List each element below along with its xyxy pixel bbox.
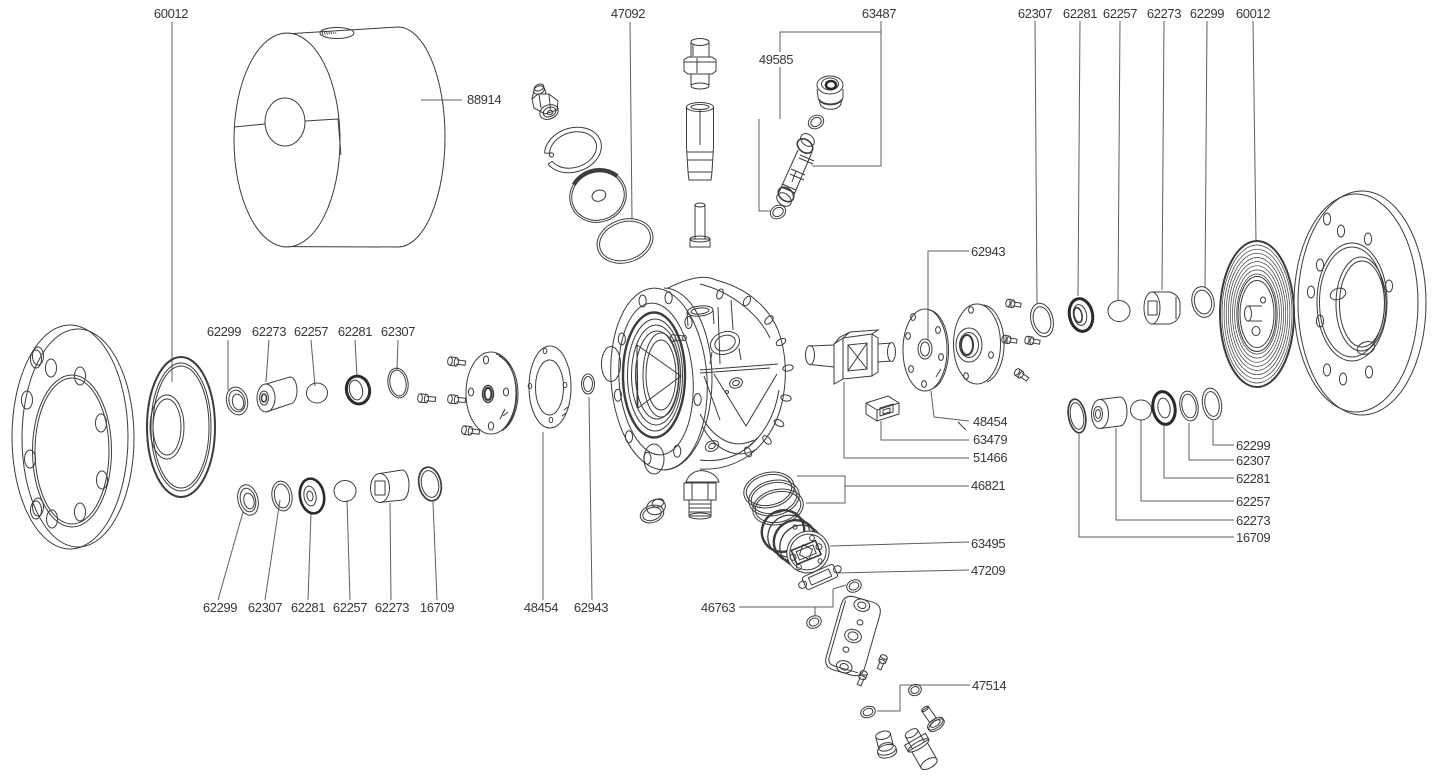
svg-text:16709: 16709	[1236, 530, 1270, 545]
svg-text:62273: 62273	[375, 600, 409, 615]
svg-text:51466: 51466	[973, 450, 1007, 465]
svg-text:16709: 16709	[420, 600, 454, 615]
svg-text:62307: 62307	[1236, 453, 1270, 468]
svg-text:62281: 62281	[338, 324, 372, 339]
svg-text:62299: 62299	[203, 600, 237, 615]
svg-text:60012: 60012	[154, 6, 188, 21]
svg-text:46821: 46821	[971, 478, 1005, 493]
svg-text:48454: 48454	[973, 414, 1007, 429]
svg-text:62281: 62281	[1063, 6, 1097, 21]
svg-text:46763: 46763	[701, 600, 735, 615]
svg-text:62943: 62943	[971, 244, 1005, 259]
svg-text:63479: 63479	[973, 432, 1007, 447]
svg-text:62307: 62307	[1018, 6, 1052, 21]
svg-text:62299: 62299	[207, 324, 241, 339]
svg-text:62281: 62281	[291, 600, 325, 615]
svg-text:62273: 62273	[252, 324, 286, 339]
svg-text:60012: 60012	[1236, 6, 1270, 21]
svg-text:62299: 62299	[1190, 6, 1224, 21]
svg-text:62307: 62307	[381, 324, 415, 339]
svg-text:62257: 62257	[1236, 494, 1270, 509]
svg-text:63495: 63495	[971, 536, 1005, 551]
svg-text:47514: 47514	[972, 678, 1006, 693]
svg-text:62307: 62307	[248, 600, 282, 615]
svg-text:47209: 47209	[971, 563, 1005, 578]
svg-text:62257: 62257	[294, 324, 328, 339]
svg-text:88914: 88914	[467, 92, 501, 107]
svg-text:63487: 63487	[862, 6, 896, 21]
svg-text:62273: 62273	[1236, 513, 1270, 528]
svg-text:48454: 48454	[524, 600, 558, 615]
svg-text:62943: 62943	[574, 600, 608, 615]
svg-text:47092: 47092	[611, 6, 645, 21]
svg-text:62257: 62257	[1103, 6, 1137, 21]
svg-text:49585: 49585	[759, 52, 793, 67]
svg-text:62281: 62281	[1236, 471, 1270, 486]
svg-text:62273: 62273	[1147, 6, 1181, 21]
svg-text:62257: 62257	[333, 600, 367, 615]
svg-text:62299: 62299	[1236, 438, 1270, 453]
